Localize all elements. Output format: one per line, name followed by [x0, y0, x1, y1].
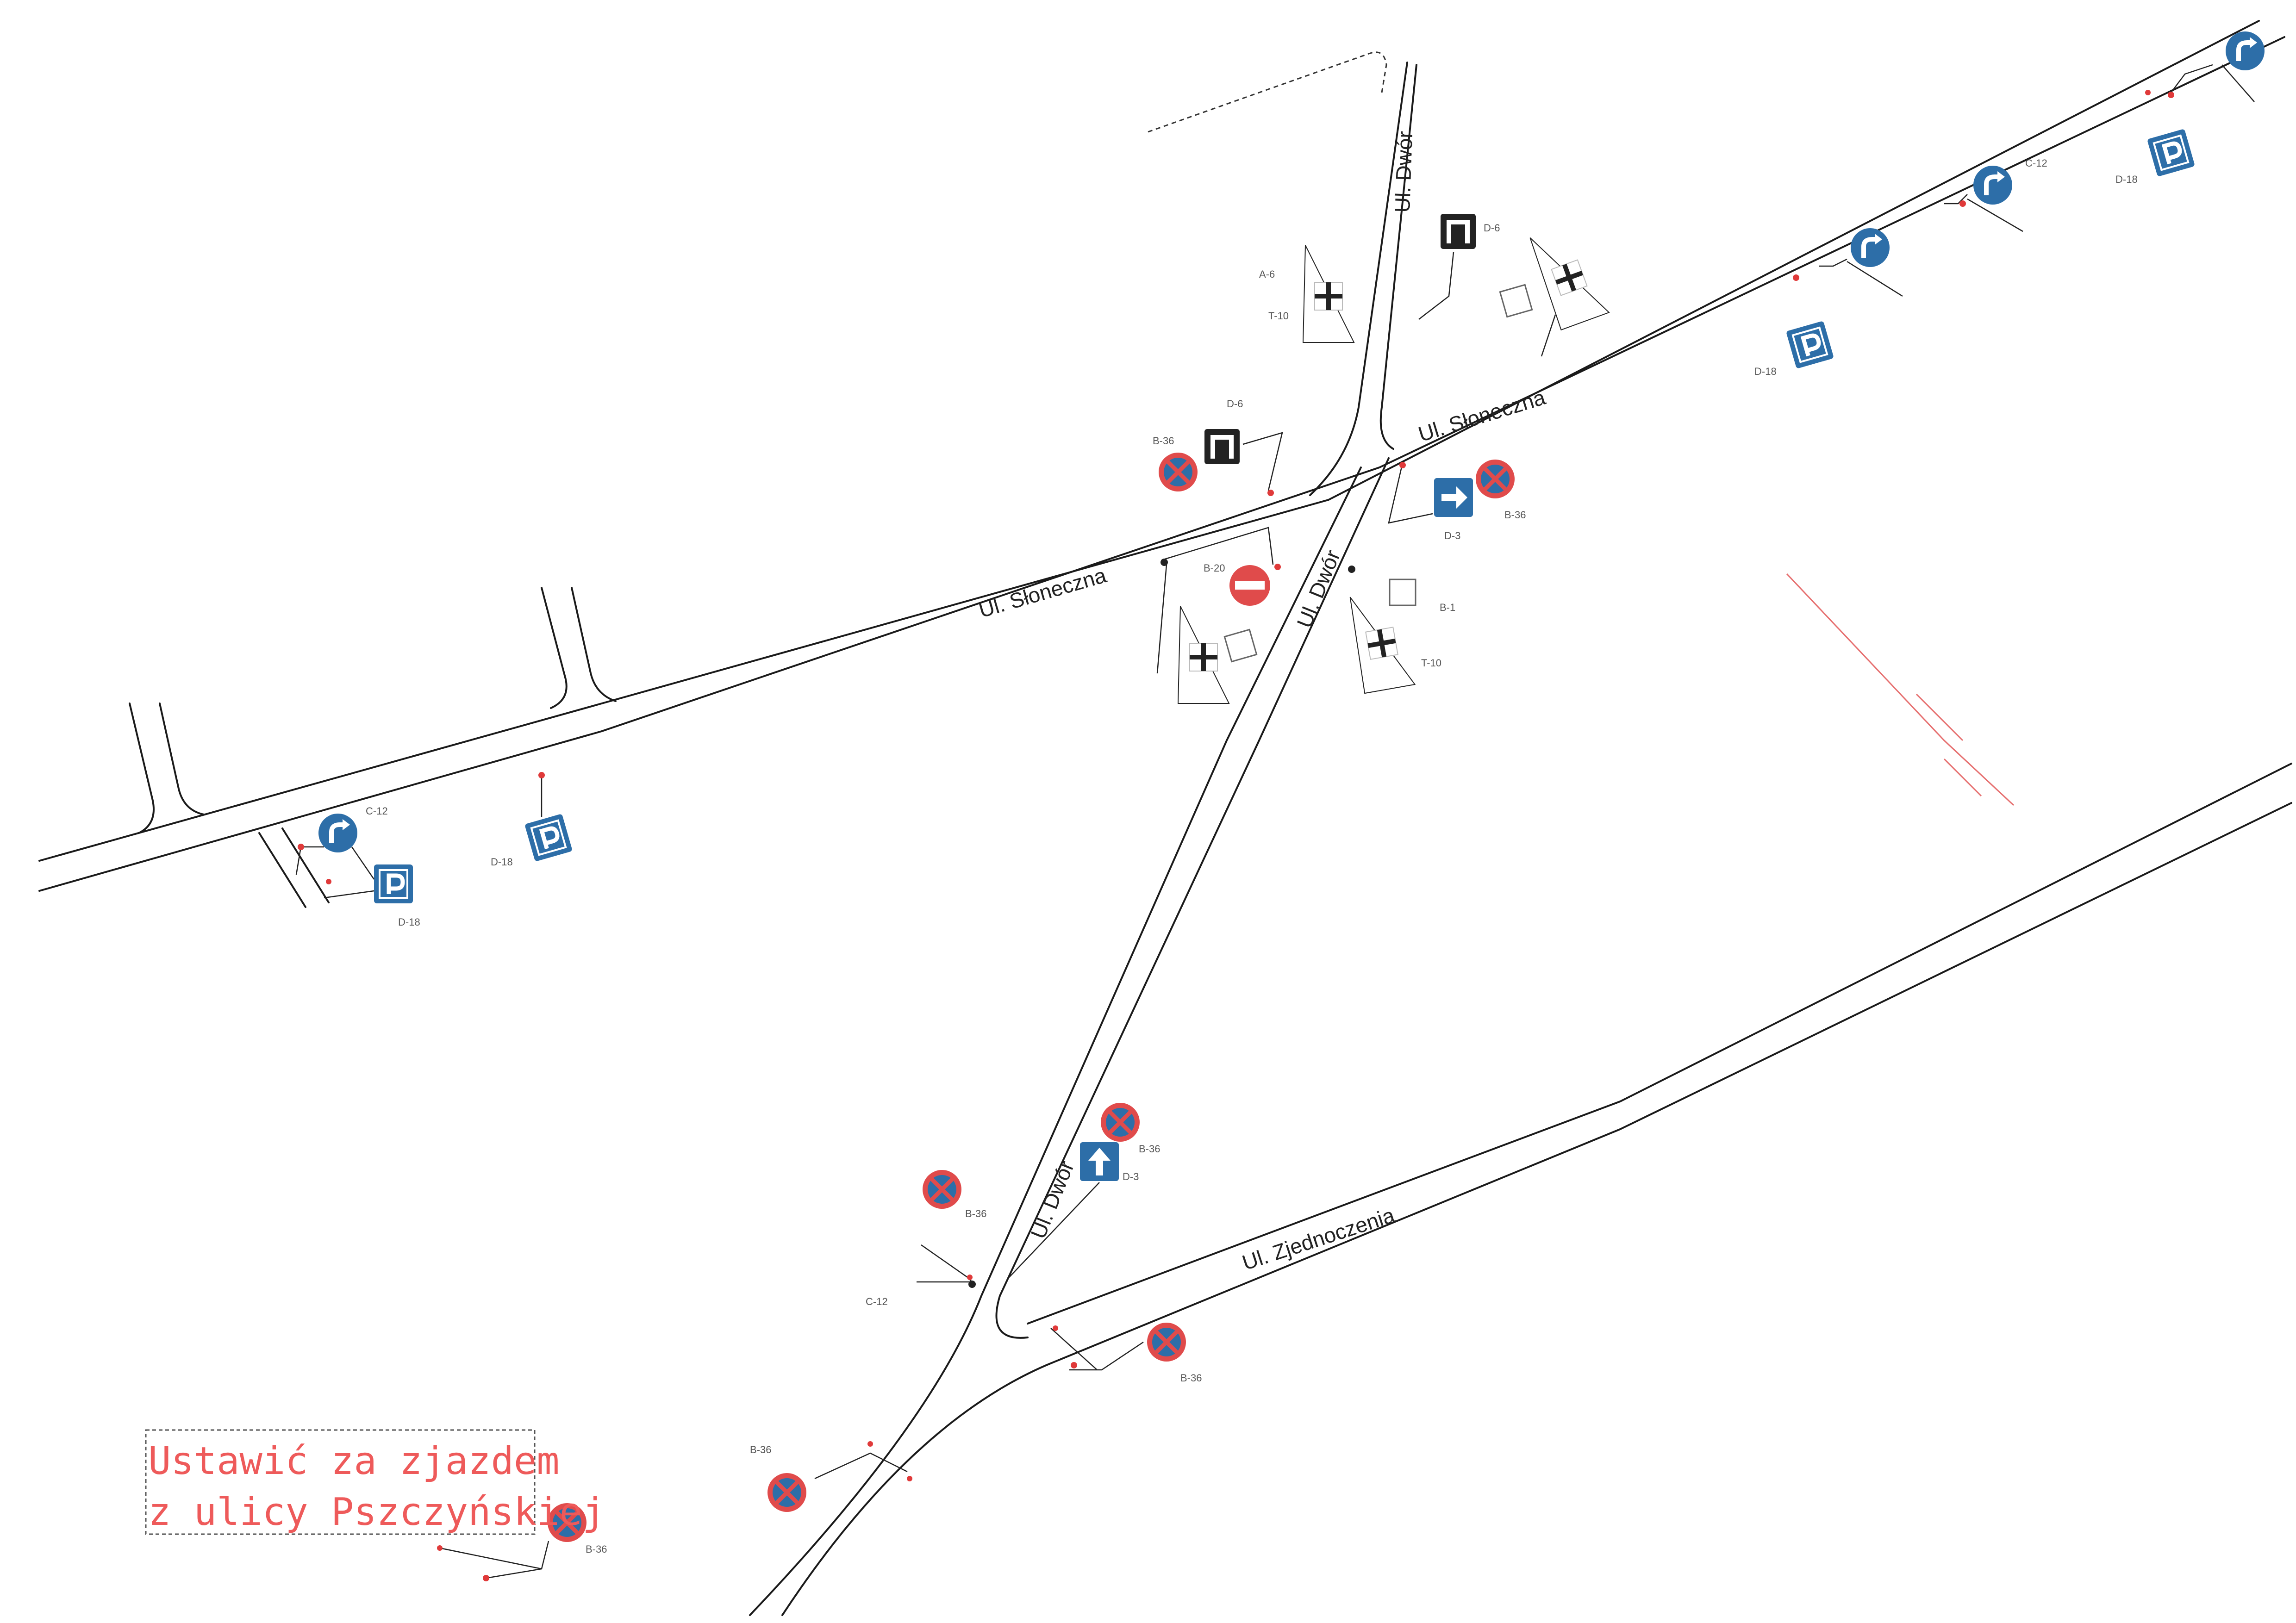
svg-text:B-36: B-36	[750, 1444, 771, 1455]
street-label-dwor-mid: Ul. Dwór	[1292, 547, 1345, 631]
road-side-street-left	[129, 703, 155, 834]
pedestrian-crossing-sign-icon	[1389, 578, 1416, 606]
no-stopping-sign-icon	[1147, 1323, 1186, 1362]
parking-sign-icon	[524, 814, 573, 862]
svg-text:B-1: B-1	[1440, 602, 1455, 613]
svg-text:B-36: B-36	[1180, 1372, 1202, 1384]
road-network	[38, 20, 2292, 1616]
pedestrian-crossing-sign-icon	[1223, 628, 1258, 663]
pedestrian-crossing-sign-icon	[1499, 284, 1533, 318]
parking-sign-icon	[2147, 129, 2195, 177]
svg-text:B-36: B-36	[586, 1543, 607, 1555]
svg-text:B-36: B-36	[1153, 435, 1174, 447]
roundabout-sign-icon	[1851, 228, 1890, 267]
one-way-sign-icon	[1080, 1142, 1119, 1181]
road-dwor-east-edge	[995, 457, 1390, 1339]
dead-end-sign-icon	[1204, 429, 1240, 464]
road-sloneczna-south-edge	[38, 36, 2285, 892]
svg-text:D-6: D-6	[1484, 222, 1500, 234]
note-line-2: z ulicy Pszczyńskiej	[148, 1490, 605, 1534]
intersection-sign-icon	[1303, 245, 1354, 342]
road-dwor-north-west-edge	[1309, 62, 1408, 496]
installation-note: Ustawić za zjazdem z ulicy Pszczyńskiej	[145, 1429, 605, 1535]
svg-text:D-18: D-18	[491, 856, 513, 868]
street-label-dwor-south: Ul. Dwór	[1026, 1157, 1079, 1242]
road-zjednoczenia-south-edge	[781, 802, 2292, 1616]
road-side-street-left-2	[159, 703, 205, 815]
no-stopping-sign-icon	[767, 1473, 806, 1512]
intersection-sign-icon	[1528, 221, 1609, 330]
road-side-street-mid-2	[571, 587, 617, 702]
svg-text:B-36: B-36	[1139, 1143, 1160, 1155]
roundabout-sign-icon	[1973, 166, 2012, 205]
svg-text:D-18: D-18	[398, 916, 420, 928]
note-frame	[145, 1429, 536, 1535]
traffic-signs: D-18 C-12 D-18 D-6 A-6 T-10	[295, 31, 2265, 1581]
parking-sign-icon	[1786, 321, 1834, 369]
road-side-street-mid	[541, 587, 568, 709]
note-line-1: Ustawić za zjazdem	[148, 1439, 560, 1483]
svg-text:D-3: D-3	[1444, 530, 1460, 541]
no-stopping-sign-icon	[1476, 460, 1515, 498]
intersection-sign-icon	[1348, 589, 1415, 693]
road-dwor-north-link	[1148, 51, 1387, 133]
road-sloneczna-north-edge	[38, 20, 2260, 862]
svg-text:A-6: A-6	[1259, 268, 1275, 280]
no-stopping-sign-icon	[1101, 1103, 1140, 1142]
road-side-stub-bottom-left	[258, 827, 330, 908]
intersection-sign-icon	[1178, 606, 1229, 703]
no-stopping-sign-icon	[923, 1170, 961, 1209]
no-entry-sign-icon	[1229, 565, 1270, 606]
roundabout-sign-icon	[2226, 31, 2265, 70]
svg-text:C-12: C-12	[866, 1296, 888, 1307]
dead-end-sign-icon	[1441, 214, 1476, 249]
svg-text:C-12: C-12	[366, 805, 388, 817]
parking-sign-icon	[374, 864, 413, 903]
roundabout-sign-icon	[318, 814, 357, 852]
road-dwor-north-east-edge	[1379, 64, 1417, 450]
svg-text:D-18: D-18	[2115, 174, 2138, 185]
road-zjednoczenia-north-edge	[1027, 763, 2292, 1325]
svg-text:D-6: D-6	[1227, 398, 1243, 410]
street-label-dwor-north: Ul. Dwór	[1390, 131, 1417, 213]
street-label-sloneczna-east: Ul. Słoneczna	[1416, 385, 1548, 447]
svg-text:B-20: B-20	[1204, 562, 1225, 574]
svg-text:B-36: B-36	[1504, 509, 1526, 521]
no-stopping-sign-icon	[1159, 453, 1198, 491]
svg-text:D-18: D-18	[1754, 366, 1777, 377]
street-labels: Ul. Słoneczna Ul. Słoneczna Ul. Dwór Ul.…	[976, 131, 1548, 1275]
road-dwor-west-edge	[749, 466, 1362, 1616]
red-sketch-mark	[1786, 573, 2015, 806]
svg-text:D-3: D-3	[1123, 1171, 1139, 1182]
sign-leader	[2171, 64, 2255, 102]
svg-text:T-10: T-10	[1268, 310, 1289, 322]
one-way-sign-icon	[1434, 478, 1473, 517]
svg-text:C-12: C-12	[2025, 157, 2047, 169]
svg-text:T-10: T-10	[1421, 657, 1441, 669]
svg-text:B-36: B-36	[965, 1208, 986, 1219]
